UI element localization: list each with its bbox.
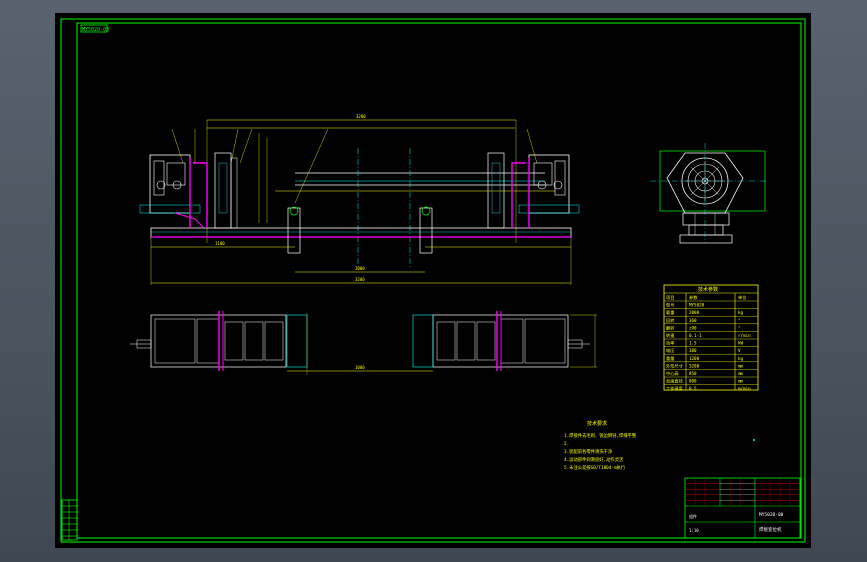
spec-cell: 中心高 — [666, 370, 679, 377]
spec-cell: 转速 — [666, 332, 675, 339]
spec-cell: 功率 — [666, 340, 674, 347]
spec-cell: 1.5 — [689, 341, 697, 346]
spec-cell: mm — [738, 379, 744, 384]
svg-text:1000: 1000 — [355, 266, 365, 271]
spec-cell: 0.1-1 — [689, 333, 702, 338]
spec-cell: 载重 — [666, 309, 674, 316]
note-line: 1.焊接件去毛刺、锐边倒钝,焊缝平整 — [564, 432, 637, 439]
svg-text:1100: 1100 — [215, 241, 225, 246]
spec-cell: 3200 — [689, 363, 700, 368]
revision-strip — [61, 499, 78, 541]
spec-cell: 380 — [689, 348, 697, 353]
outer-border — [60, 18, 806, 543]
spec-cell: kg — [738, 356, 744, 361]
technical-notes: 技术要求 1.焊接件去毛刺、锐边倒钝,焊缝平整 2.3.装配前各零件清洗干净4.运… — [564, 420, 637, 471]
origin-marker — [753, 439, 755, 441]
spec-cell: 外形尺寸 — [666, 362, 683, 369]
top-view: 1000 — [130, 311, 597, 375]
svg-text:3200: 3200 — [355, 277, 365, 282]
spec-cell: m/min — [738, 386, 751, 391]
corner-tag-box — [80, 24, 108, 33]
notes-title: 技术要求 — [587, 420, 607, 427]
note-line: 5.未注公差按GB/T1804-m执行 — [564, 464, 626, 471]
spec-cell: kW — [738, 341, 744, 346]
front-view: 3200 — [139, 114, 580, 285]
spec-table-title: 技术参数 — [698, 286, 718, 293]
spec-cell: 电压 — [666, 347, 674, 354]
spec-header-cell: 单位 — [738, 294, 746, 301]
spec-cell: 360 — [689, 318, 697, 323]
spec-cell: 1200 — [689, 356, 700, 361]
corner-tag: MY5020-00 — [82, 27, 109, 33]
title-block-scale: 1:10 — [689, 528, 699, 533]
inner-border — [76, 22, 802, 539]
title-block-material: 组件 — [689, 513, 697, 519]
spec-header-cell: 项目 — [666, 295, 674, 301]
spec-cell: 台面直径 — [666, 378, 683, 385]
spec-cell: 0.5 — [689, 386, 697, 391]
spec-cell: 800 — [689, 379, 697, 384]
spec-cell: mm — [738, 363, 744, 368]
svg-text:1000: 1000 — [355, 365, 365, 370]
spec-cell: ±90 — [689, 325, 697, 330]
spec-cell: kg — [738, 310, 744, 315]
drawing-canvas: MY5020-00 3200 — [60, 18, 806, 543]
spec-table: 技术参数 项目 参数 单位 型号 MY5020 载重 2000 kg 回转 360 ° 翻转 ±90 °… — [663, 284, 759, 392]
spec-cell: 工作速度 — [666, 385, 684, 392]
note-line: 4.运动部件润滑良好,动作灵活 — [564, 456, 624, 463]
spec-cell: ° — [738, 325, 741, 330]
svg-text:3200: 3200 — [356, 114, 366, 119]
drawing-sheet: MY5020-00 3200 — [55, 13, 811, 548]
spec-cell: ° — [738, 318, 741, 323]
title-block: MY5020-00 焊接变位机 组件 1:10 — [684, 477, 801, 539]
spec-cell: V — [738, 348, 741, 353]
title-block-drawing-number: MY5020-00 — [759, 512, 784, 518]
spec-cell: r/min — [738, 333, 751, 338]
spec-cell: 回转 — [666, 317, 674, 324]
spec-cell: mm — [738, 371, 744, 376]
spec-cell: 2000 — [689, 310, 700, 315]
spec-cell: 重量 — [666, 355, 674, 362]
spec-cell: 翻转 — [666, 324, 674, 331]
spec-cell: 型号 — [666, 302, 674, 309]
side-view — [650, 143, 767, 244]
spec-cell: MY5020 — [689, 303, 705, 308]
spec-header-cell: 参数 — [689, 294, 698, 301]
title-block-name: 焊接变位机 — [759, 526, 782, 533]
note-line: 3.装配前各零件清洗干净 — [564, 448, 613, 455]
spec-cell: 850 — [689, 371, 697, 376]
note-line: 2. — [564, 441, 569, 447]
